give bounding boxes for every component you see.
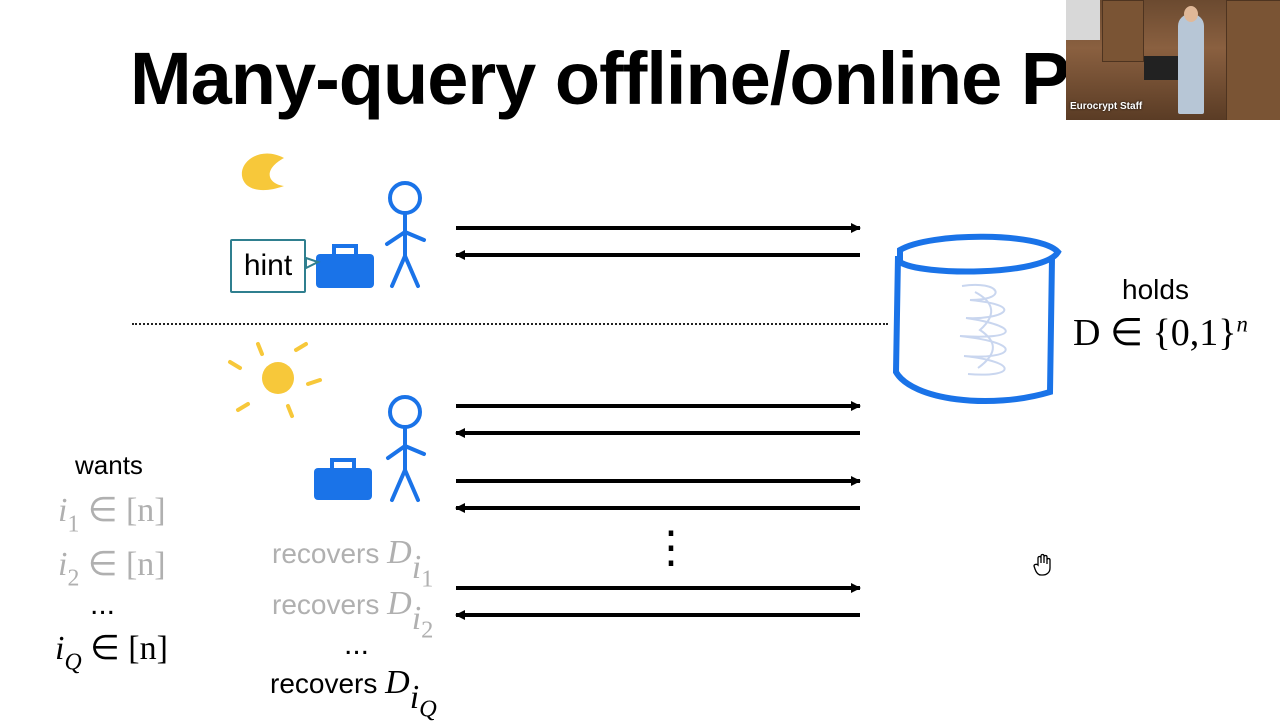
webcam-speaker [1178, 14, 1204, 114]
person-icon [385, 181, 426, 288]
briefcase-icon [314, 458, 372, 500]
hand-cursor-icon [1033, 553, 1051, 576]
recovers-q: recovers DiQ [270, 664, 437, 723]
slide-title: Many-query offline/online P [130, 37, 1070, 120]
query-q: iQ ∈ [n] [55, 630, 168, 676]
webcam-projector-screen [1066, 0, 1100, 40]
vertical-ellipsis: ⋮ [649, 523, 693, 572]
database-definition: D ∈ {0,1}n [1073, 311, 1248, 354]
query-1: i1 ∈ [n] [58, 492, 166, 538]
offline-online-divider [132, 323, 888, 325]
moon-icon [241, 153, 284, 191]
sun-icon [228, 342, 322, 418]
briefcase-icon [316, 244, 374, 288]
wants-label: wants [75, 450, 143, 480]
webcam-laptop [1144, 56, 1184, 80]
query-ellipsis: ... [90, 588, 116, 621]
recovers-1: recovers Di1 [272, 534, 434, 593]
recovers-2: recovers Di2 [272, 585, 434, 644]
person-icon [386, 395, 426, 502]
recovers-ellipsis: ... [344, 628, 370, 661]
database-icon [892, 233, 1062, 405]
webcam-caption: Eurocrypt Staff [1070, 101, 1143, 112]
holds-label: holds [1122, 274, 1189, 305]
query-2: i2 ∈ [n] [58, 546, 166, 592]
speaker-webcam: Eurocrypt Staff [1066, 0, 1280, 120]
online-arrows [455, 401, 861, 620]
hint-label: hint [230, 239, 306, 293]
